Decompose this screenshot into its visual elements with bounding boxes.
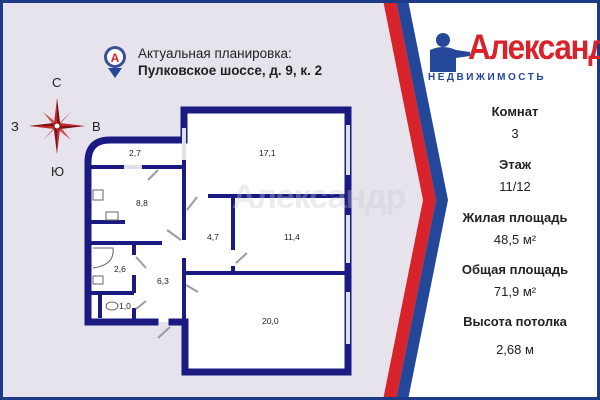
room-area-4-7: 4,7 bbox=[207, 232, 219, 242]
location-pin-icon: А bbox=[104, 46, 126, 78]
living-area-label: Жилая площадь bbox=[462, 210, 568, 225]
ceiling-height-value: 2,68 м bbox=[496, 342, 534, 357]
floor-plan bbox=[84, 106, 352, 376]
info-panel-background bbox=[400, 0, 600, 400]
blue-chevron-stripe bbox=[396, 0, 448, 400]
compass-west-label: З bbox=[11, 119, 19, 134]
room-area-8-8: 8,8 bbox=[136, 198, 148, 208]
red-chevron-stripe bbox=[383, 0, 436, 400]
total-area-label: Общая площадь bbox=[461, 262, 569, 277]
ceiling-height-label: Высота потолка bbox=[463, 314, 567, 329]
room-area-2-7: 2,7 bbox=[129, 148, 141, 158]
watermark: Александр bbox=[232, 178, 406, 216]
living-area-value: 48,5 м² bbox=[493, 232, 537, 247]
compass-rose-icon bbox=[29, 98, 85, 154]
plan-address: Пулковское шоссе, д. 9, к. 2 bbox=[138, 63, 323, 78]
rooms-value: 3 bbox=[511, 126, 519, 141]
room-area-2-6: 2,6 bbox=[114, 264, 126, 274]
svg-text:А: А bbox=[111, 51, 120, 65]
compass-east-label: В bbox=[92, 119, 101, 134]
floor-value: 11/12 bbox=[499, 179, 531, 194]
compass-south-label: Ю bbox=[51, 164, 65, 179]
room-area-6-3: 6,3 bbox=[157, 276, 169, 286]
plan-title: Актуальная планировка: bbox=[138, 46, 292, 61]
room-area-1-0: 1,0 bbox=[119, 301, 131, 311]
brand-logo-subtitle: НЕДВИЖИМОСТЬ bbox=[428, 72, 547, 83]
floor-label: Этаж bbox=[498, 157, 532, 172]
rooms-label: Комнат bbox=[491, 104, 539, 119]
compass-north-label: С bbox=[52, 75, 62, 90]
room-area-17-1: 17,1 bbox=[259, 148, 276, 158]
room-area-11-4: 11,4 bbox=[284, 232, 300, 242]
brand-logo-name: Александр bbox=[468, 28, 600, 67]
logo-figure-icon bbox=[430, 33, 470, 72]
plan-header: Актуальная планировка: Пулковское шоссе,… bbox=[138, 45, 322, 79]
total-area-value: 71,9 м² bbox=[493, 284, 537, 299]
room-area-20-0: 20,0 bbox=[262, 316, 279, 326]
